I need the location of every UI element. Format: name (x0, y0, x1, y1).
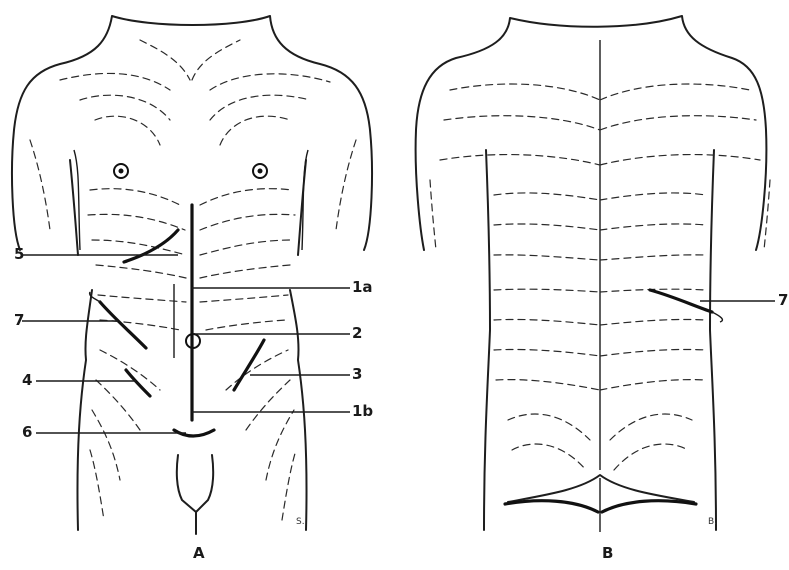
label-7-back: 7 (778, 293, 788, 308)
flank-incision-7 (100, 302, 146, 348)
label-1b: 1b (352, 404, 373, 419)
label-1a: 1a (352, 280, 373, 295)
back-torso-outline (416, 16, 767, 530)
label-3: 3 (352, 367, 362, 382)
back-torso (416, 16, 775, 532)
panel-caption-a: A (193, 546, 205, 561)
mcburney-incision-4 (126, 370, 150, 396)
panel-caption-b: B (602, 546, 613, 561)
label-5: 5 (14, 247, 24, 262)
buttocks-fold (508, 475, 694, 502)
artist-signature-a: S. (296, 518, 305, 527)
front-torso (12, 16, 372, 534)
label-2: 2 (352, 326, 362, 341)
artist-signature-b: B. (708, 518, 717, 527)
subcostal-incision-5 (124, 230, 178, 262)
label-7-front: 7 (14, 313, 24, 328)
label-6: 6 (22, 425, 32, 440)
label-4: 4 (22, 373, 32, 388)
